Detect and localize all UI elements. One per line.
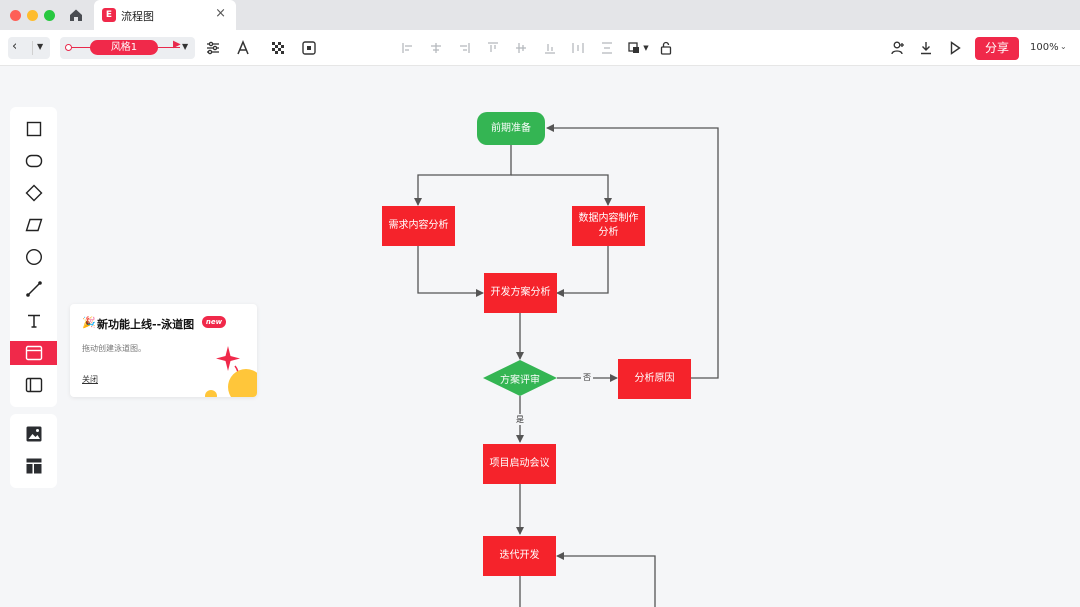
parallelogram-shape-icon[interactable]	[10, 213, 57, 237]
toolbar: ‹ ▼ ▶ 风格1 ▼ ▼ 分享 100% ⌄	[0, 30, 1080, 66]
window-close-button[interactable]	[10, 10, 21, 21]
popup-description: 拖动创建泳道图。	[82, 344, 146, 353]
style-dropdown-icon[interactable]: ▼	[182, 42, 189, 51]
distribute-horizontal-icon[interactable]	[570, 40, 586, 56]
shape-palette	[10, 107, 57, 407]
history-dropdown-icon[interactable]: ▼	[37, 42, 44, 51]
popup-title: 新功能上线--泳道图	[97, 318, 195, 331]
download-icon[interactable]	[918, 40, 934, 56]
circle-shape-icon[interactable]	[10, 245, 57, 269]
connector-cause-prep	[546, 124, 719, 379]
template-layout-icon[interactable]	[10, 454, 57, 478]
style-arrow-icon: ▶	[173, 39, 181, 50]
arrange-dropdown-icon[interactable]: ▼	[643, 44, 649, 52]
diagram-canvas[interactable]: 前期准备 需求内容分析 数据内容制作分析 开发方案分析 方案评审 分析原因 项目…	[0, 67, 1080, 607]
node-prep[interactable]: 前期准备	[477, 112, 545, 145]
connector-prep-data	[511, 174, 612, 206]
node-cause[interactable]: 分析原因	[618, 359, 691, 399]
tab-title: 流程图	[121, 10, 154, 23]
lock-icon[interactable]	[658, 40, 674, 56]
node-req-analysis[interactable]: 需求内容分析	[382, 206, 455, 246]
style-selector[interactable]: ▶ 风格1 ▼	[60, 37, 195, 59]
node-kickoff[interactable]: 项目启动会议	[483, 444, 556, 484]
connector-layer	[414, 124, 719, 607]
edge-label-no: 否	[581, 372, 593, 383]
settings-sliders-icon[interactable]	[205, 40, 221, 56]
arrange-layer-icon[interactable]	[627, 40, 643, 56]
party-popper-icon: 🎉	[82, 316, 96, 329]
diamond-shape-icon[interactable]	[10, 181, 57, 205]
home-icon[interactable]	[68, 7, 84, 23]
align-right-icon[interactable]	[456, 40, 472, 56]
text-style-icon[interactable]	[235, 40, 251, 56]
zoom-dropdown-icon[interactable]: ⌄	[1060, 42, 1067, 51]
transparency-icon[interactable]	[270, 40, 286, 56]
align-middle-icon[interactable]	[513, 40, 529, 56]
rounded-rect-shape-icon[interactable]	[10, 149, 57, 173]
feature-announcement-popup: 🎉 新功能上线--泳道图 new 拖动创建泳道图。 关闭	[70, 304, 257, 397]
add-collaborator-icon[interactable]	[890, 40, 906, 56]
zoom-level[interactable]: 100%	[1030, 42, 1059, 53]
rectangle-shape-icon[interactable]	[10, 117, 57, 141]
connector-req-dev	[417, 245, 484, 297]
connector-prep-split	[414, 145, 512, 206]
container-shape-icon[interactable]	[10, 341, 57, 365]
share-button[interactable]: 分享	[975, 37, 1019, 60]
swimlane-shape-icon[interactable]	[10, 373, 57, 397]
insert-palette	[10, 414, 57, 488]
connector-line-icon[interactable]	[10, 277, 57, 301]
divider	[32, 41, 33, 55]
node-dev-plan[interactable]: 开发方案分析	[484, 273, 557, 313]
present-play-icon[interactable]	[947, 40, 963, 56]
title-bar: E 流程图 ×	[0, 0, 1080, 30]
align-center-icon[interactable]	[428, 40, 444, 56]
tab-close-icon[interactable]: ×	[215, 6, 226, 21]
align-left-icon[interactable]	[400, 40, 416, 56]
tab-flowchart[interactable]: E 流程图 ×	[94, 0, 236, 30]
text-tool-icon[interactable]	[10, 309, 57, 333]
connector-return-iteration	[556, 552, 656, 607]
connector-data-dev	[556, 245, 609, 297]
popup-close-link[interactable]: 关闭	[82, 375, 98, 384]
node-data-analysis[interactable]: 数据内容制作分析	[572, 206, 645, 246]
new-badge: new	[202, 316, 226, 328]
app-logo-icon: E	[102, 8, 116, 22]
history-group: ‹ ▼	[8, 37, 50, 59]
node-iteration[interactable]: 迭代开发	[483, 536, 556, 576]
distribute-vertical-icon[interactable]	[599, 40, 615, 56]
window-minimize-button[interactable]	[27, 10, 38, 21]
image-icon[interactable]	[10, 422, 57, 446]
edge-label-yes: 是	[514, 414, 526, 425]
review-diamond[interactable]	[483, 360, 557, 396]
shadow-style-icon[interactable]	[301, 40, 317, 56]
back-icon[interactable]: ‹	[12, 39, 18, 54]
node-review-label: 方案评审	[500, 375, 540, 386]
align-top-icon[interactable]	[485, 40, 501, 56]
style-start-dot	[65, 44, 72, 51]
align-bottom-icon[interactable]	[542, 40, 558, 56]
sparkle-decoration-icon	[205, 346, 257, 397]
window-maximize-button[interactable]	[44, 10, 55, 21]
style-name: 风格1	[90, 40, 158, 55]
